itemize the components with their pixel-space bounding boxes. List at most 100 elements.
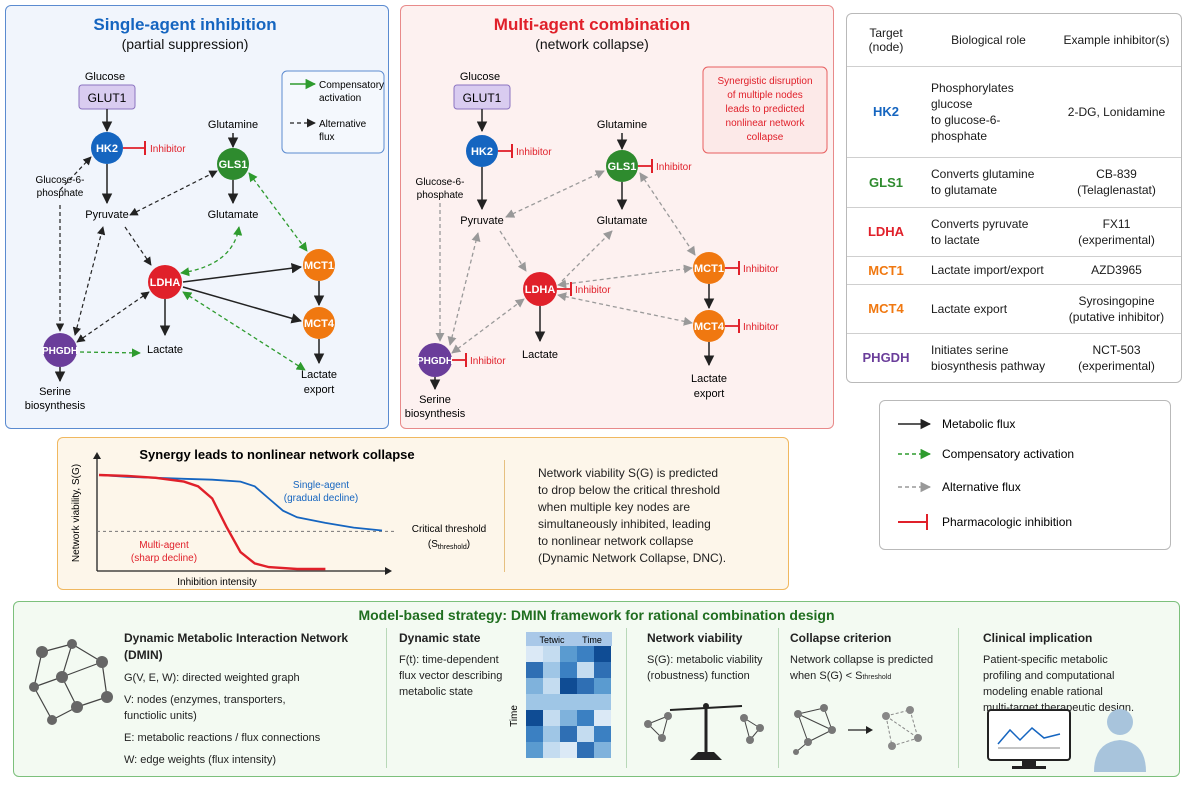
svg-text:Pyruvate: Pyruvate bbox=[460, 215, 503, 227]
svg-text:of multiple nodes: of multiple nodes bbox=[727, 90, 803, 101]
multi-series-note: (sharp decline) bbox=[131, 553, 197, 564]
chart-divider bbox=[504, 460, 505, 572]
multi-agent-diagram: Multi-agent combination (network collaps… bbox=[405, 15, 828, 420]
heatmap-cell bbox=[577, 710, 594, 726]
multi-series-label: Multi-agent bbox=[139, 540, 189, 551]
multi-node-ldha bbox=[523, 272, 557, 306]
legend-graphic: Metabolic flux Compensatory activation A… bbox=[898, 417, 1074, 530]
svg-text:biosynthesis: biosynthesis bbox=[405, 408, 466, 420]
heatmap-cell bbox=[543, 662, 560, 678]
table-row: MCT1 Lactate import/export AZD3965 bbox=[847, 256, 1181, 285]
svg-text:Glutamate: Glutamate bbox=[597, 215, 648, 227]
multi-subtitle: (network collapse) bbox=[535, 36, 649, 52]
heatmap-cell bbox=[594, 742, 611, 758]
heatmap-cell bbox=[560, 742, 577, 758]
multi-node-gls1 bbox=[606, 150, 638, 182]
svg-text:MCT4: MCT4 bbox=[304, 318, 335, 330]
svg-text:MCT1: MCT1 bbox=[304, 260, 334, 272]
svg-text:Inhibitor: Inhibitor bbox=[470, 356, 506, 367]
svg-text:Pyruvate: Pyruvate bbox=[85, 209, 128, 221]
table-row: MCT4 Lactate export Syrosingopine(putati… bbox=[847, 284, 1181, 334]
svg-text:MCT1: MCT1 bbox=[694, 263, 724, 275]
multi-node-mct1 bbox=[693, 252, 725, 284]
svg-text:phosphate: phosphate bbox=[417, 190, 464, 201]
heatmap-cell bbox=[526, 662, 543, 678]
th-target: Target(node) bbox=[847, 14, 925, 67]
heatmap-cell bbox=[560, 646, 577, 662]
svg-text:GLUT1: GLUT1 bbox=[88, 91, 127, 105]
svg-text:HK2: HK2 bbox=[96, 143, 118, 155]
svg-text:activation: activation bbox=[319, 93, 361, 104]
target-table: Target(node) Biological role Example inh… bbox=[846, 13, 1182, 383]
collapse-section: Collapse criterion Network collapse is p… bbox=[790, 631, 934, 683]
arrow-legend: Metabolic flux Compensatory activation A… bbox=[879, 400, 1171, 550]
node-phgdh bbox=[43, 333, 77, 367]
th-role: Biological role bbox=[925, 14, 1052, 67]
flux-heatmap: Time Tetwic Time bbox=[509, 632, 612, 758]
svg-text:Inhibitor: Inhibitor bbox=[743, 264, 779, 275]
svg-text:Glucose-6-: Glucose-6- bbox=[36, 175, 85, 186]
balance-scale-icon bbox=[644, 703, 764, 760]
heatmap-cell bbox=[577, 726, 594, 742]
multi-node-mct4 bbox=[693, 310, 725, 342]
strategy-title: Model-based strategy: DMIN framework for… bbox=[358, 607, 835, 623]
svg-text:GLS1: GLS1 bbox=[608, 161, 637, 173]
threshold-label-1: Critical threshold bbox=[412, 524, 486, 535]
svg-text:Glucose: Glucose bbox=[460, 71, 500, 83]
single-series-note: (gradual decline) bbox=[284, 493, 359, 504]
svg-text:PHGDH: PHGDH bbox=[42, 346, 78, 357]
svg-text:Glucose: Glucose bbox=[85, 71, 125, 83]
svg-text:flux: flux bbox=[319, 132, 335, 143]
divider-4 bbox=[958, 628, 959, 768]
x-axis-label: Inhibition intensity bbox=[177, 577, 257, 588]
clinical-illustration bbox=[987, 709, 1146, 772]
table-header-row: Target(node) Biological role Example inh… bbox=[847, 14, 1181, 67]
svg-text:LDHA: LDHA bbox=[525, 284, 556, 296]
legend-metabolic: Metabolic flux bbox=[942, 417, 1015, 431]
svg-text:leads to predicted: leads to predicted bbox=[726, 104, 805, 115]
heatmap-cell bbox=[543, 726, 560, 742]
single-agent-diagram: Single-agent inhibition (partial suppres… bbox=[25, 15, 385, 412]
heatmap-cell bbox=[594, 678, 611, 694]
dmin-graph-icon bbox=[29, 639, 113, 725]
svg-text:Inhibitor: Inhibitor bbox=[575, 285, 611, 296]
multi-node-phgdh bbox=[418, 343, 452, 377]
synergy-chart: Synergy leads to nonlinear network colla… bbox=[71, 447, 486, 588]
chart-title: Synergy leads to nonlinear network colla… bbox=[139, 447, 414, 462]
synergy-panel bbox=[57, 437, 789, 590]
heatmap-cell bbox=[594, 710, 611, 726]
legend-pharm: Pharmacologic inhibition bbox=[942, 515, 1072, 529]
heatmap-cell bbox=[526, 678, 543, 694]
svg-text:collapse: collapse bbox=[747, 132, 784, 143]
svg-text:Glutamine: Glutamine bbox=[208, 119, 258, 131]
legend-comp: Compensatory activation bbox=[942, 447, 1074, 461]
heatmap-cell bbox=[594, 694, 611, 710]
divider-1 bbox=[386, 628, 387, 768]
divider-3 bbox=[778, 628, 779, 768]
svg-text:Glutamine: Glutamine bbox=[597, 119, 647, 131]
svg-text:phosphate: phosphate bbox=[37, 188, 84, 199]
y-axis-label: Network viability, S(G) bbox=[71, 464, 82, 562]
heatmap-cell bbox=[577, 662, 594, 678]
heatmap-cell bbox=[577, 678, 594, 694]
node-ldha bbox=[148, 265, 182, 299]
svg-text:Lactate: Lactate bbox=[301, 369, 337, 381]
heatmap-cell bbox=[577, 694, 594, 710]
heatmap-cell bbox=[594, 646, 611, 662]
svg-text:Alternative: Alternative bbox=[319, 119, 367, 130]
collapse-icon bbox=[793, 704, 922, 755]
svg-text:nonlinear network: nonlinear network bbox=[726, 118, 806, 129]
patient-icon bbox=[1094, 709, 1146, 772]
heatmap-cell bbox=[560, 678, 577, 694]
svg-text:Inhibitor: Inhibitor bbox=[656, 162, 692, 173]
svg-text:GLS1: GLS1 bbox=[219, 159, 248, 171]
heatmap-cell bbox=[594, 662, 611, 678]
node-mct4 bbox=[303, 307, 335, 339]
heatmap-cell bbox=[543, 694, 560, 710]
svg-text:Serine: Serine bbox=[39, 386, 71, 398]
multi-note-box bbox=[702, 66, 828, 154]
